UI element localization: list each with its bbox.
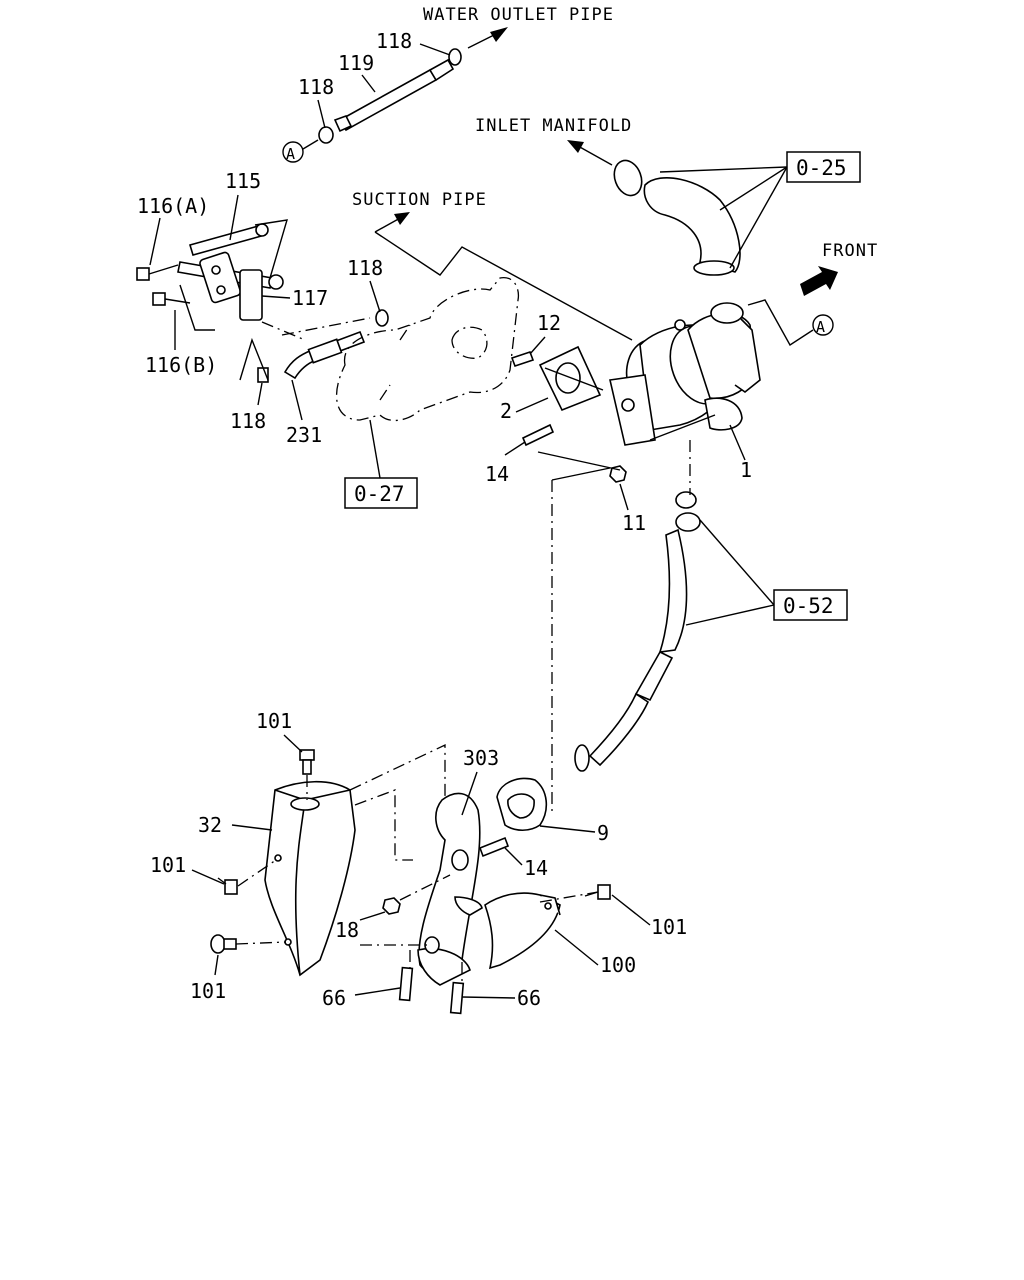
gasket-9 bbox=[496, 777, 548, 832]
label-101-top: 101 bbox=[256, 709, 292, 733]
label-14-lower: 14 bbox=[524, 856, 548, 880]
ref-box-027-text: 0-27 bbox=[354, 482, 405, 506]
inlet-hose bbox=[613, 159, 741, 276]
exhaust-pipe bbox=[574, 440, 701, 772]
suction-pipe-arrow bbox=[374, 212, 410, 233]
label-14-upper: 14 bbox=[485, 462, 509, 486]
caption-suction-pipe: SUCTION PIPE bbox=[352, 190, 487, 210]
label-100: 100 bbox=[600, 953, 636, 977]
label-101-bottom: 101 bbox=[190, 979, 226, 1003]
label-9: 9 bbox=[597, 821, 609, 845]
label-11: 11 bbox=[622, 511, 646, 535]
ref-box-025 bbox=[786, 151, 861, 183]
label-231: 231 bbox=[286, 423, 322, 447]
label-303: 303 bbox=[463, 746, 499, 770]
label-66-right: 66 bbox=[517, 986, 541, 1010]
label-12: 12 bbox=[537, 311, 561, 335]
oil-pipe-115 bbox=[177, 223, 284, 321]
heat-shield-32 bbox=[264, 780, 356, 977]
gasket-2 bbox=[538, 345, 602, 412]
stud-12 bbox=[510, 350, 535, 368]
heat-shield-100 bbox=[484, 892, 561, 970]
caption-inlet-manifold: INLET MANIFOLD bbox=[475, 116, 632, 136]
label-66-left: 66 bbox=[322, 986, 346, 1010]
callout-a-top-letter: A bbox=[286, 145, 295, 163]
inlet-manifold-arrow bbox=[567, 140, 613, 166]
label-116b: 116(B) bbox=[145, 353, 217, 377]
label-32: 32 bbox=[198, 813, 222, 837]
oil-return-pipe-231 bbox=[257, 309, 389, 383]
bolt-116b bbox=[152, 292, 191, 306]
label-115: 115 bbox=[225, 169, 261, 193]
ref-box-025-text: 0-25 bbox=[796, 156, 847, 180]
exhaust-manifold-303 bbox=[417, 792, 483, 986]
nut-18 bbox=[382, 897, 401, 915]
ref-box-052-text: 0-52 bbox=[783, 594, 834, 618]
label-1: 1 bbox=[740, 458, 752, 482]
bolt-116a bbox=[136, 264, 179, 281]
label-118-mid: 118 bbox=[298, 75, 334, 99]
label-118-suction: 118 bbox=[347, 256, 383, 280]
label-118-left: 118 bbox=[230, 409, 266, 433]
label-116a: 116(A) bbox=[137, 194, 209, 218]
stud-66-right bbox=[449, 981, 465, 1015]
label-117: 117 bbox=[292, 286, 328, 310]
bolt-101-bottom bbox=[210, 934, 237, 954]
callout-a-right-letter: A bbox=[816, 318, 825, 336]
stud-66-left bbox=[398, 966, 414, 1002]
nut-11 bbox=[609, 465, 627, 483]
front-arrow-icon bbox=[800, 266, 838, 296]
callout-a-right-icon bbox=[812, 314, 834, 336]
label-118-top: 118 bbox=[376, 29, 412, 53]
label-18: 18 bbox=[335, 918, 359, 942]
bolt-101-left bbox=[217, 877, 238, 895]
bolt-101-top bbox=[299, 749, 315, 775]
water-outlet-arrow bbox=[467, 27, 508, 49]
turbocharger bbox=[609, 302, 761, 446]
label-119: 119 bbox=[338, 51, 374, 75]
caption-front: FRONT bbox=[822, 241, 878, 261]
ref-box-027 bbox=[344, 477, 418, 509]
callout-a-top-icon bbox=[282, 141, 304, 163]
water-outlet-pipe-119 bbox=[318, 48, 462, 144]
label-101-right: 101 bbox=[651, 915, 687, 939]
stud-14-upper bbox=[521, 423, 555, 447]
stud-14-lower bbox=[478, 836, 510, 858]
exhaust-manifold-outline bbox=[335, 277, 520, 422]
label-101-left: 101 bbox=[150, 853, 186, 877]
label-2: 2 bbox=[500, 399, 512, 423]
caption-water-outlet-pipe: WATER OUTLET PIPE bbox=[423, 5, 614, 25]
ref-box-052 bbox=[773, 589, 848, 621]
